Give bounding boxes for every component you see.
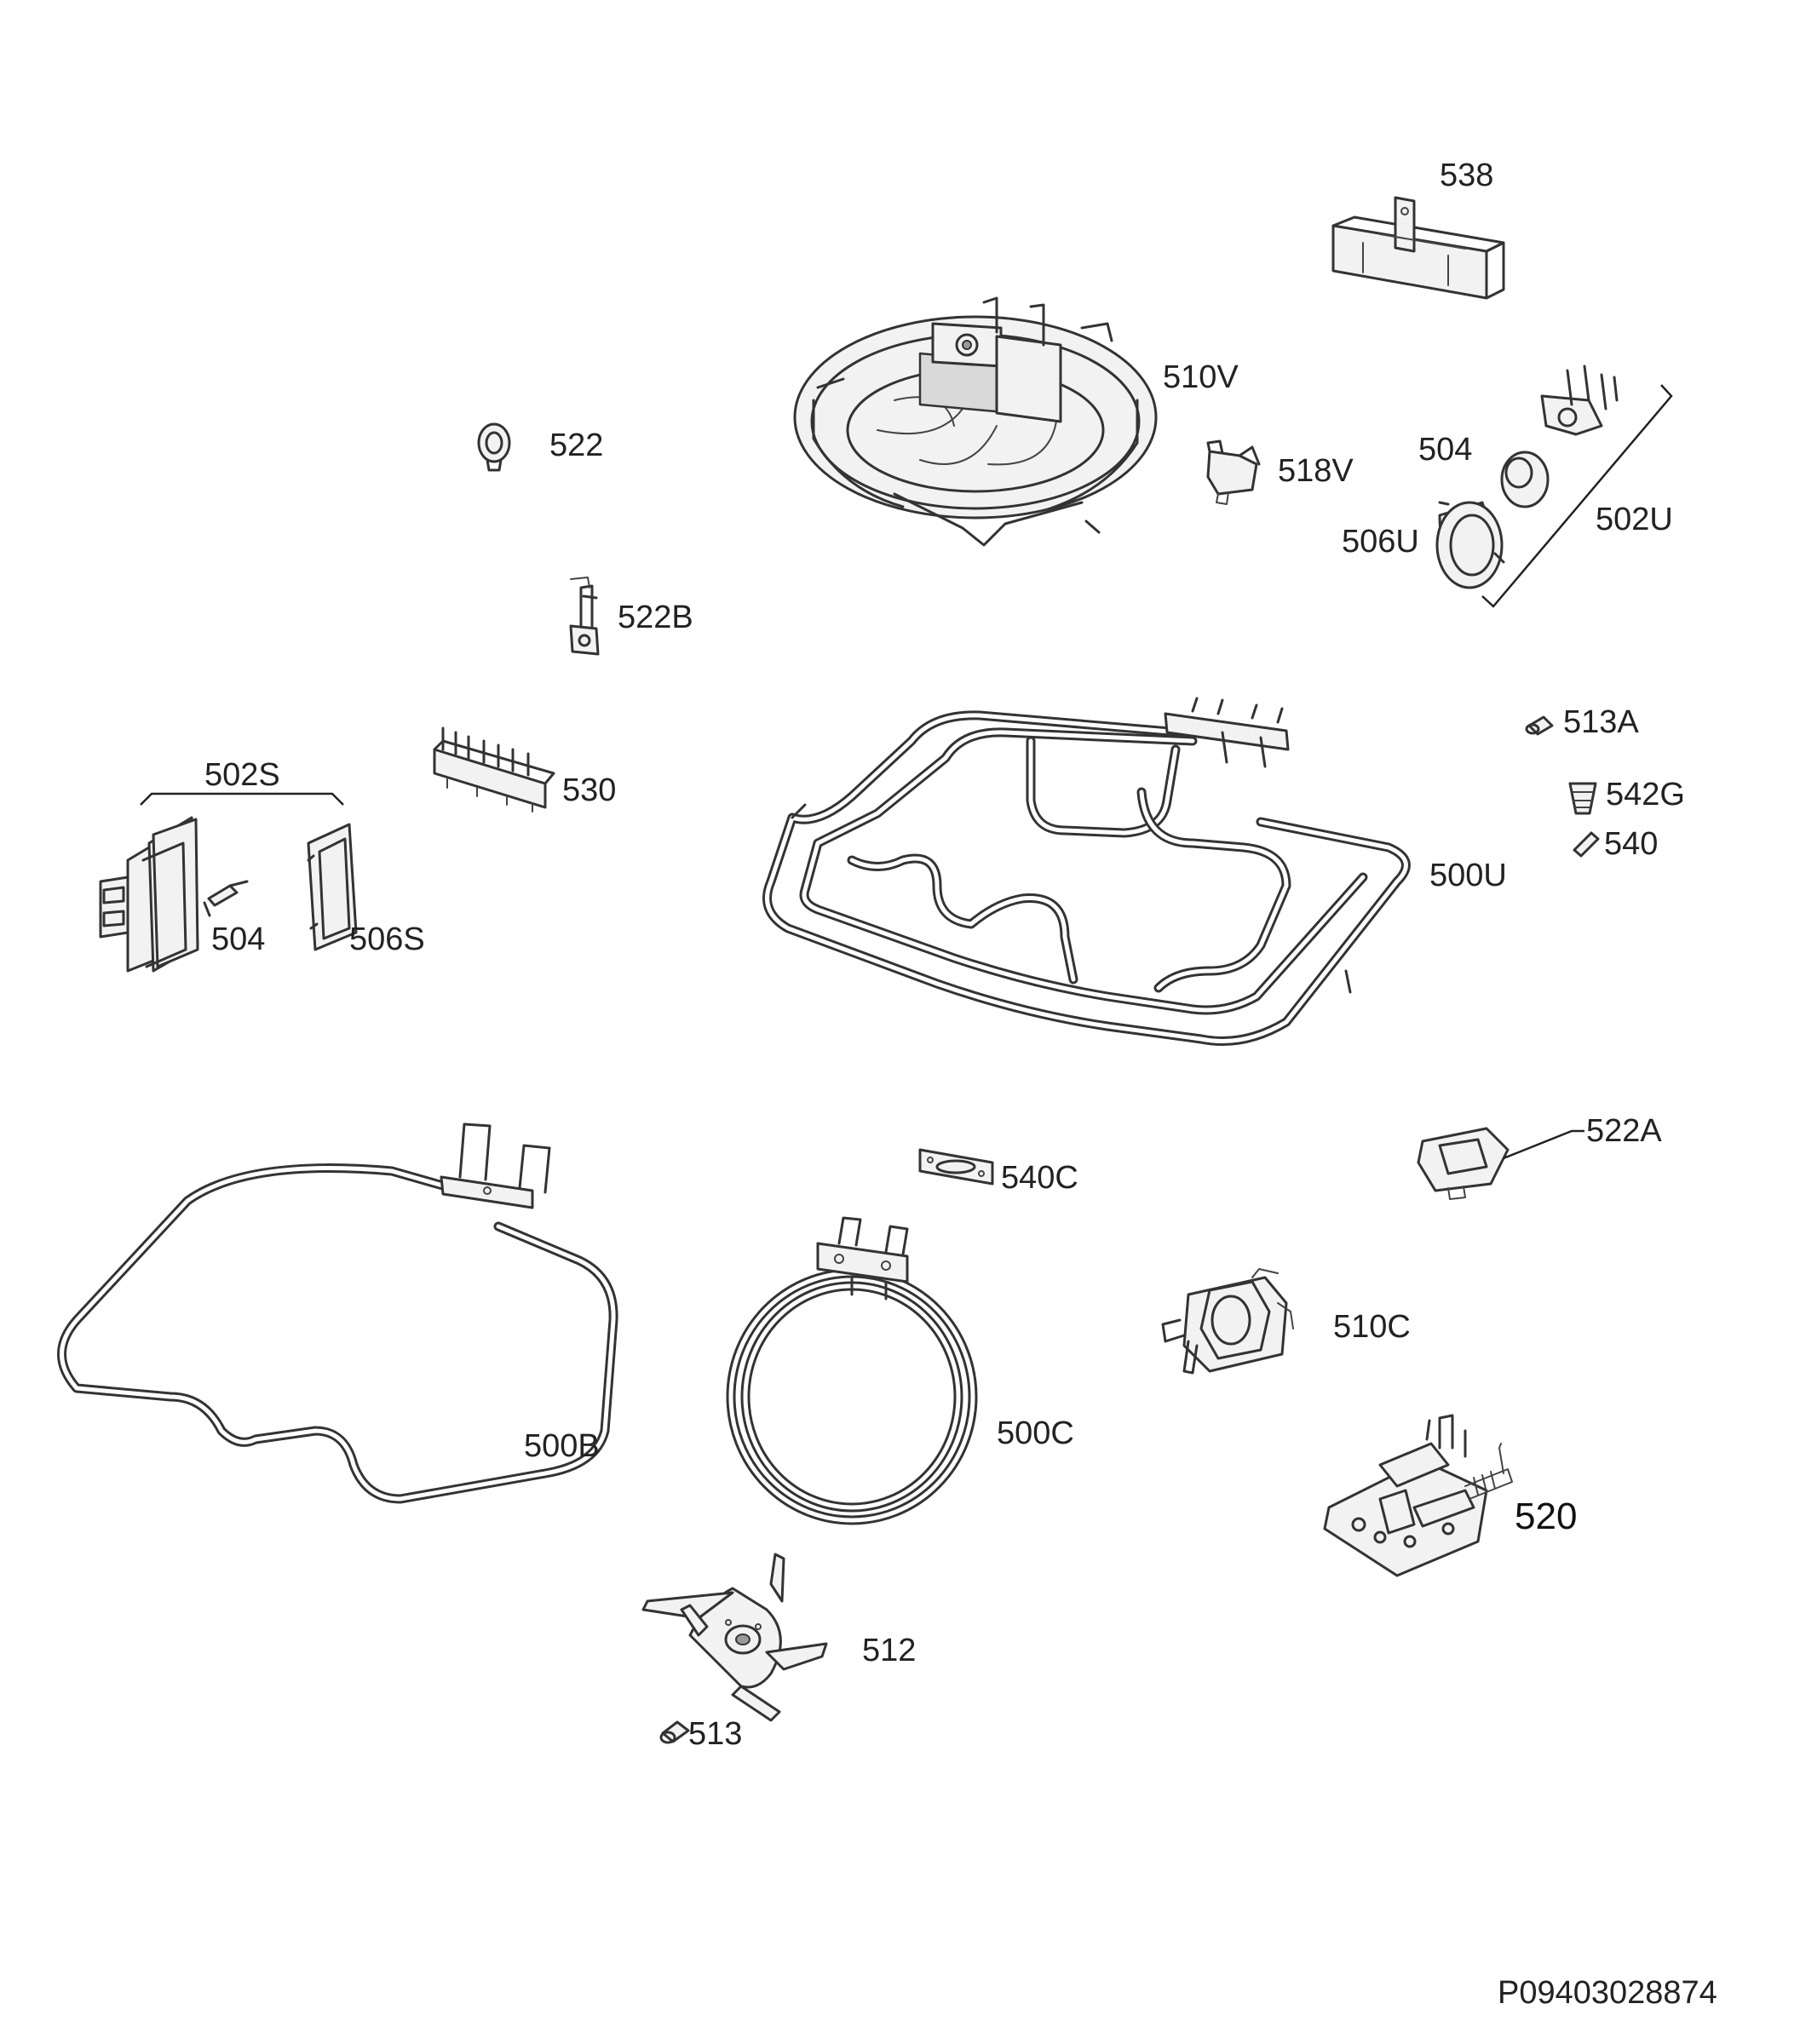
label-504-lower: 504: [211, 922, 265, 957]
label-500u: 500U: [1429, 858, 1507, 893]
label-506s: 506S: [349, 922, 425, 957]
part-540-pin: [1573, 831, 1600, 858]
part-504-lamp-socket: [203, 880, 249, 917]
label-540c: 540C: [1001, 1160, 1078, 1196]
part-540c-gasket: [918, 1148, 994, 1186]
label-513a: 513A: [1563, 704, 1639, 740]
label-502s: 502S: [204, 757, 280, 793]
part-522b-sensor: [569, 577, 600, 656]
label-522: 522: [549, 428, 603, 463]
label-502u: 502U: [1596, 502, 1673, 537]
label-542g: 542G: [1606, 777, 1685, 812]
label-540: 540: [1604, 826, 1658, 862]
part-506s-lamp-cover: [307, 823, 358, 951]
label-506u: 506U: [1342, 524, 1419, 560]
label-520: 520: [1515, 1496, 1577, 1537]
label-522a: 522A: [1586, 1113, 1662, 1149]
label-500b: 500B: [524, 1428, 600, 1464]
part-542g-bulb-holder: [1568, 782, 1597, 815]
bracket-line-502s: [140, 792, 344, 806]
part-500c-circular-element: [726, 1216, 978, 1525]
label-504-upper: 504: [1418, 432, 1472, 468]
part-502u-lamp-assembly: [1435, 365, 1619, 589]
label-510v: 510V: [1163, 359, 1239, 395]
label-518v: 518V: [1278, 453, 1354, 489]
part-502s-switch-housing: [99, 816, 199, 973]
part-500u-grill-element: [762, 697, 1411, 1046]
label-530: 530: [562, 772, 616, 808]
part-538-bracket: [1331, 196, 1505, 300]
part-510c-motor: [1161, 1268, 1294, 1375]
label-512: 512: [862, 1633, 916, 1668]
part-512-fan-blade: [641, 1553, 828, 1722]
document-code: P09403028874: [1498, 1975, 1717, 2011]
leader-line-522a: [1503, 1129, 1584, 1160]
part-520-switch: [1323, 1414, 1513, 1577]
part-518v-bracket: [1206, 439, 1261, 505]
part-522-clip: [477, 422, 511, 472]
part-510v-fan-motor-assembly: [793, 296, 1158, 547]
bracket-line-502u: [1481, 384, 1673, 608]
label-513: 513: [688, 1716, 742, 1752]
part-513-nut: [659, 1720, 690, 1744]
label-522b: 522B: [618, 600, 693, 635]
label-538: 538: [1440, 158, 1493, 193]
label-500c: 500C: [997, 1415, 1074, 1451]
part-500b-lower-element: [57, 1122, 618, 1504]
part-522a-sensor: [1417, 1127, 1510, 1200]
label-510c: 510C: [1333, 1309, 1411, 1345]
part-530-terminal-block: [433, 726, 555, 812]
part-513a-cap: [1525, 715, 1554, 736]
